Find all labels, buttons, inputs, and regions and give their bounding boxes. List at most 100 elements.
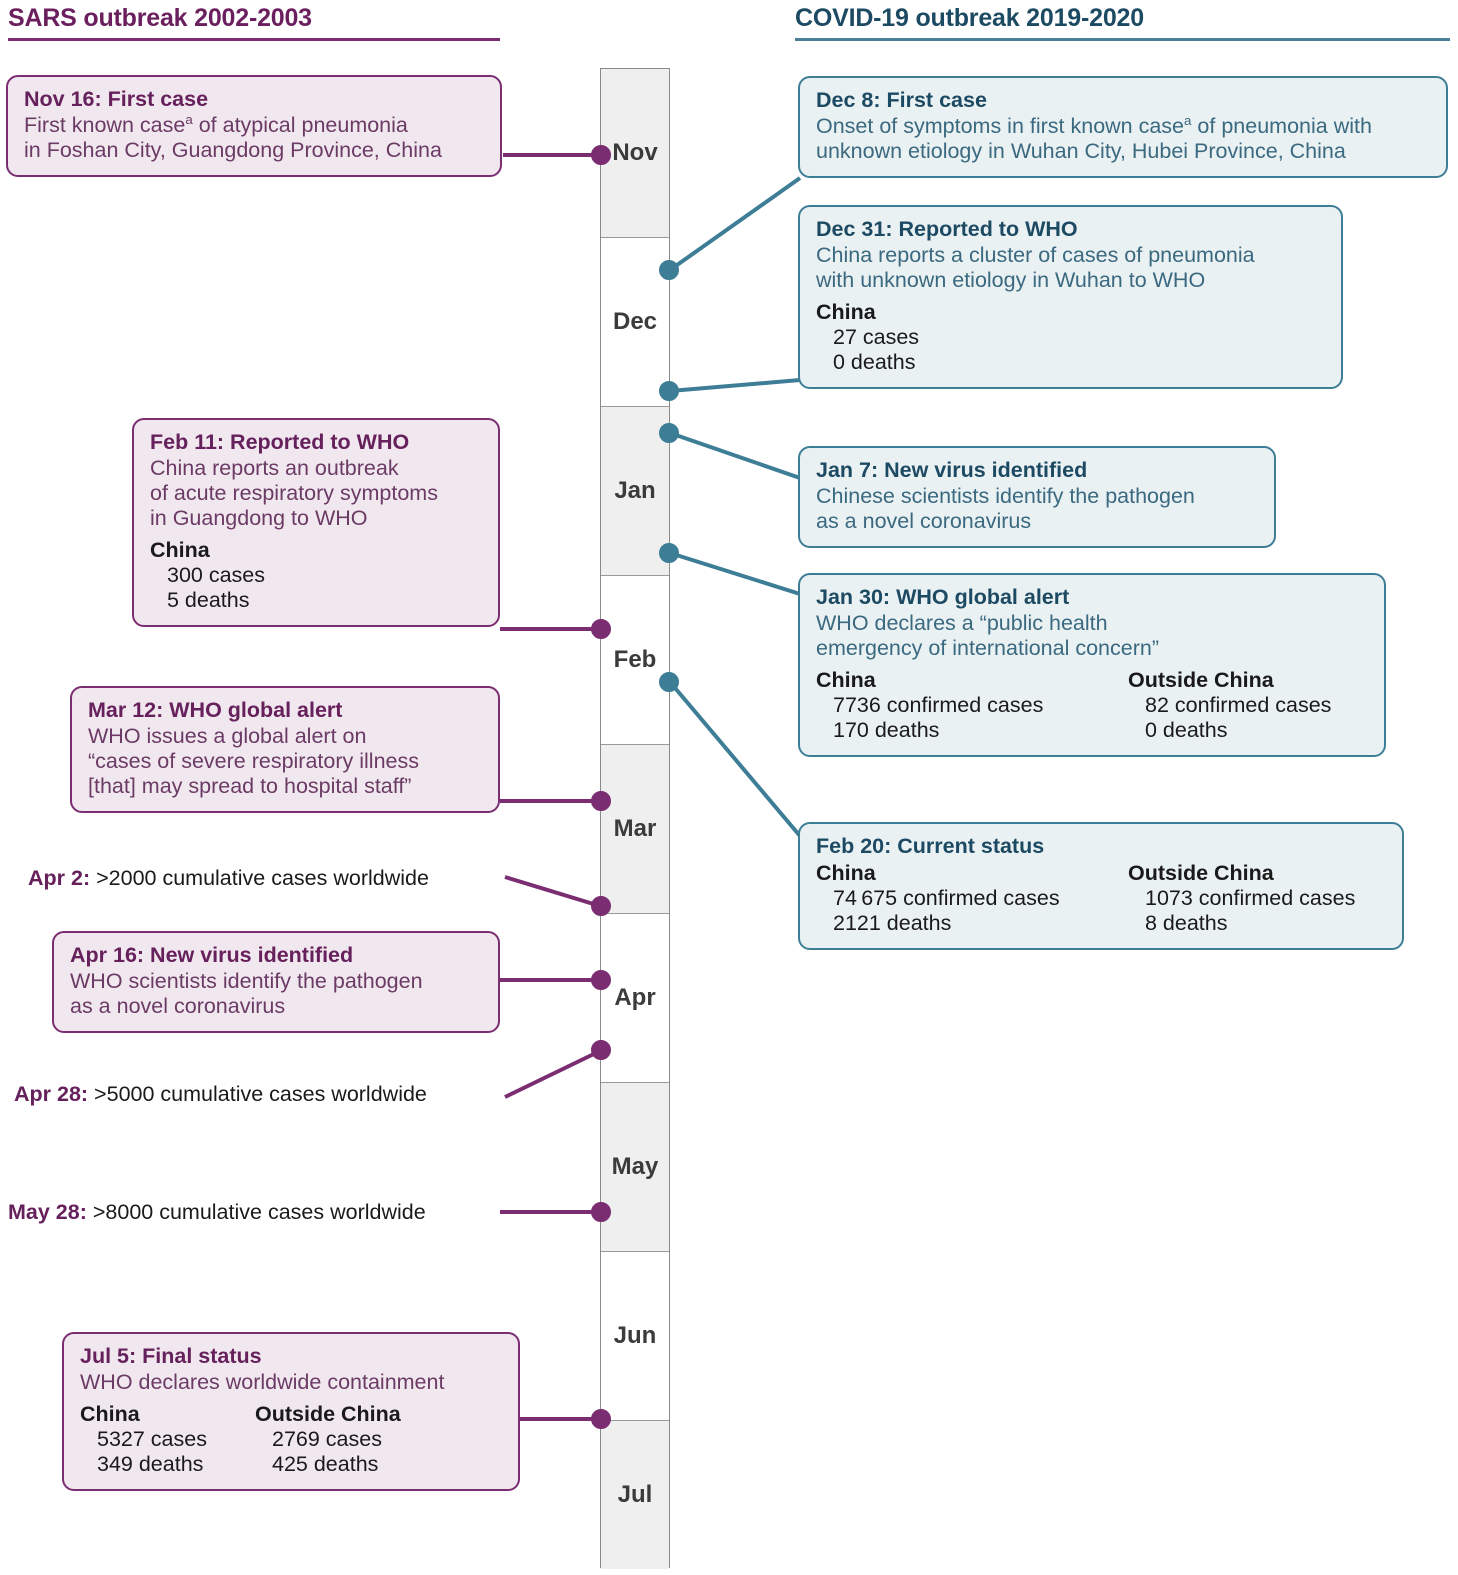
callout-line: with unknown etiology in Wuhan to WHO	[816, 267, 1206, 292]
stats-col-china: China 300 cases 5 deaths	[150, 538, 484, 613]
callout-title: Dec 8: First case	[816, 88, 987, 112]
axis-month-may: May	[601, 1083, 669, 1252]
stats-deaths: 0 deaths	[1145, 717, 1228, 742]
stats-deaths: 425 deaths	[272, 1451, 379, 1476]
stats-col-outside-china: Outside China 82 confirmed cases 0 death…	[1128, 668, 1331, 743]
callout-covid-dec31[interactable]: Dec 31: Reported to WHO China reports a …	[798, 205, 1343, 389]
month-axis: Nov Dec Jan Feb Mar Apr May Jun Jul	[600, 68, 670, 1569]
stats-heading: China	[816, 667, 876, 692]
stats-col-outside-china: Outside China 2769 cases 425 deaths	[255, 1402, 401, 1477]
sars-header-title: SARS outbreak 2002-2003	[8, 4, 312, 32]
callout-sars-nov16[interactable]: Nov 16: First case First known casea of …	[6, 75, 502, 177]
note-sars-may28: May 28: >8000 cumulative cases worldwide	[8, 1200, 426, 1225]
axis-month-dec: Dec	[601, 238, 669, 407]
covid-header-title: COVID-19 outbreak 2019-2020	[795, 4, 1144, 32]
connector-sars-apr2	[504, 875, 601, 908]
stats-col-china: China 7736 confirmed cases 170 deaths	[816, 668, 1128, 743]
stats-heading: China	[80, 1401, 140, 1426]
callout-covid-dec8[interactable]: Dec 8: First case Onset of symptoms in f…	[798, 76, 1448, 178]
axis-month-jun: Jun	[601, 1252, 669, 1421]
stats-deaths: 5 deaths	[167, 587, 250, 612]
stats-cases: 5327 cases	[97, 1426, 207, 1451]
stats-col-china: China 27 cases 0 deaths	[816, 300, 1327, 375]
stats-block: China 27 cases 0 deaths	[816, 300, 1327, 375]
stats-heading: China	[150, 537, 210, 562]
stats-cases: 74 675 confirmed cases	[833, 885, 1060, 910]
callout-covid-jan30[interactable]: Jan 30: WHO global alert WHO declares a …	[798, 573, 1386, 757]
callout-line: WHO declares a “public health	[816, 610, 1108, 635]
stats-heading: China	[816, 860, 876, 885]
callout-line: unknown etiology in Wuhan City, Hubei Pr…	[816, 138, 1346, 163]
stats-cases: 2769 cases	[272, 1426, 382, 1451]
stats-cases: 7736 confirmed cases	[833, 692, 1044, 717]
stats-col-china: China 5327 cases 349 deaths	[80, 1402, 255, 1477]
stats-heading: China	[816, 299, 876, 324]
callout-title: Apr 16: New virus identified	[70, 943, 354, 967]
callout-line: [that] may spread to hospital staff”	[88, 773, 412, 798]
connector-covid-jan7	[669, 431, 801, 480]
note-text: >8000 cumulative cases worldwide	[86, 1200, 426, 1224]
connector-covid-feb20	[668, 680, 802, 838]
note-date: Apr 2:	[28, 866, 91, 890]
footnote-marker: a	[1184, 112, 1192, 128]
callout-title: Nov 16: First case	[24, 87, 209, 111]
callout-title: Mar 12: WHO global alert	[88, 698, 343, 722]
axis-month-jul: Jul	[601, 1421, 669, 1569]
footnote-marker: a	[185, 111, 193, 127]
stats-cases: 1073 confirmed cases	[1145, 885, 1356, 910]
callout-line: in Foshan City, Guangdong Province, Chin…	[24, 137, 442, 162]
note-date: Apr 28:	[14, 1082, 89, 1106]
stats-cases: 82 confirmed cases	[1145, 692, 1332, 717]
stats-deaths: 2121 deaths	[833, 910, 952, 935]
connector-covid-dec31	[669, 378, 801, 393]
connector-sars-apr28	[504, 1049, 601, 1099]
callout-line: of acute respiratory symptoms	[150, 480, 438, 505]
callout-line: as a novel coronavirus	[816, 508, 1032, 533]
callout-title: Jan 7: New virus identified	[816, 458, 1088, 482]
note-sars-apr28: Apr 28: >5000 cumulative cases worldwide	[14, 1082, 427, 1107]
stats-deaths: 8 deaths	[1145, 910, 1228, 935]
callout-line: in Guangdong to WHO	[150, 505, 368, 530]
stats-deaths: 349 deaths	[97, 1451, 204, 1476]
callout-line: China reports a cluster of cases of pneu…	[816, 242, 1255, 267]
callout-covid-feb20[interactable]: Feb 20: Current status China 74 675 conf…	[798, 822, 1404, 950]
note-date: May 28:	[8, 1200, 87, 1224]
callout-line: WHO issues a global alert on	[88, 723, 367, 748]
callout-covid-jan7[interactable]: Jan 7: New virus identified Chinese scie…	[798, 446, 1276, 548]
stats-cases: 27 cases	[833, 324, 920, 349]
callout-line: Onset of symptoms in first known casea o…	[816, 112, 1372, 138]
stats-heading: Outside China	[255, 1401, 401, 1426]
callout-line: China reports an outbreak	[150, 455, 399, 480]
stats-block: China 7736 confirmed cases 170 deaths Ou…	[816, 668, 1370, 743]
stats-block: China 300 cases 5 deaths	[150, 538, 484, 613]
callout-line: emergency of international concern”	[816, 635, 1159, 660]
callout-title: Jul 5: Final status	[80, 1344, 262, 1368]
note-text: >2000 cumulative cases worldwide	[90, 866, 429, 890]
callout-sars-mar12[interactable]: Mar 12: WHO global alert WHO issues a gl…	[70, 686, 500, 813]
axis-month-nov: Nov	[601, 69, 669, 238]
stats-block: China 74 675 confirmed cases 2121 deaths…	[816, 861, 1388, 936]
connector-covid-dec8	[668, 176, 802, 272]
note-sars-apr2: Apr 2: >2000 cumulative cases worldwide	[28, 866, 429, 891]
callout-line: First known casea of atypical pneumonia	[24, 111, 408, 137]
stats-heading: Outside China	[1128, 860, 1274, 885]
callout-title: Jan 30: WHO global alert	[816, 585, 1070, 609]
stats-heading: Outside China	[1128, 667, 1274, 692]
stats-col-china: China 74 675 confirmed cases 2121 deaths	[816, 861, 1128, 936]
callout-title: Feb 11: Reported to WHO	[150, 430, 410, 454]
callout-line: as a novel coronavirus	[70, 993, 286, 1018]
callout-sars-apr16[interactable]: Apr 16: New virus identified WHO scienti…	[52, 931, 500, 1033]
stats-deaths: 0 deaths	[833, 349, 916, 374]
callout-sars-jul5[interactable]: Jul 5: Final status WHO declares worldwi…	[62, 1332, 520, 1491]
callout-line: “cases of severe respiratory illness	[88, 748, 419, 773]
sars-header-rule	[8, 38, 500, 41]
callout-line: WHO scientists identify the pathogen	[70, 968, 423, 993]
callout-sars-feb11[interactable]: Feb 11: Reported to WHO China reports an…	[132, 418, 500, 627]
axis-month-jan: Jan	[601, 407, 669, 576]
stats-cases: 300 cases	[167, 562, 266, 587]
covid-header-rule	[795, 38, 1450, 41]
axis-month-apr: Apr	[601, 914, 669, 1083]
callout-line: WHO declares worldwide containment	[80, 1369, 445, 1394]
callout-line: Chinese scientists identify the pathogen	[816, 483, 1195, 508]
